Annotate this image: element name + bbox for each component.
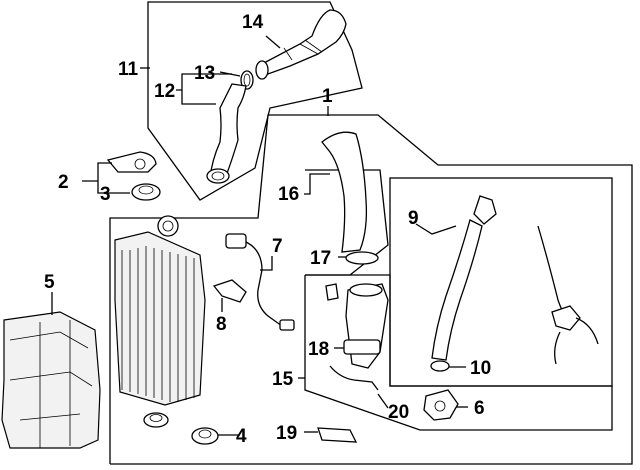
intercooler-assembly-outline [109, 114, 633, 465]
callout-8: 8 [216, 314, 227, 335]
callout-4: 4 [236, 426, 247, 447]
callout-7: 7 [272, 236, 283, 257]
wiring-harness [225, 233, 295, 331]
callout-18: 18 [308, 339, 329, 360]
callout-17: 17 [310, 248, 331, 269]
callout-9: 9 [408, 208, 419, 229]
callout-13: 13 [194, 63, 215, 84]
actuator [423, 389, 459, 421]
callout-14: 14 [242, 12, 264, 33]
valve-group-outline [304, 274, 613, 431]
leader-lines [51, 35, 468, 436]
callout-10: 10 [470, 358, 491, 379]
harness-bracket [212, 279, 247, 303]
intercooler [114, 215, 206, 406]
hose-clamp [240, 70, 254, 90]
sensor [317, 427, 358, 443]
lower-hose [206, 83, 247, 184]
callout-19: 19 [276, 423, 297, 444]
sensor-line [329, 365, 379, 391]
callout-6: 6 [474, 398, 485, 419]
air-duct [1, 311, 101, 449]
callout-16: 16 [278, 184, 299, 205]
mount-grommets [143, 412, 219, 445]
callout-5: 5 [44, 272, 55, 293]
callout-1: 1 [322, 86, 333, 107]
callout-3: 3 [100, 184, 111, 205]
air-pipe [321, 131, 368, 253]
vacuum-line [537, 225, 599, 365]
hose-clip [430, 360, 450, 372]
valve-housing [325, 283, 389, 369]
grommet [131, 183, 161, 201]
callout-2: 2 [58, 172, 69, 193]
callout-12: 12 [154, 81, 175, 102]
upper-hose [255, 9, 347, 80]
bracket [106, 151, 157, 173]
callout-11: 11 [118, 59, 139, 80]
callout-15: 15 [272, 369, 294, 390]
pipe-clamp [345, 251, 379, 265]
callout-20: 20 [388, 402, 409, 423]
breather-hose [431, 195, 497, 361]
air-pipe-group-box [389, 177, 613, 387]
